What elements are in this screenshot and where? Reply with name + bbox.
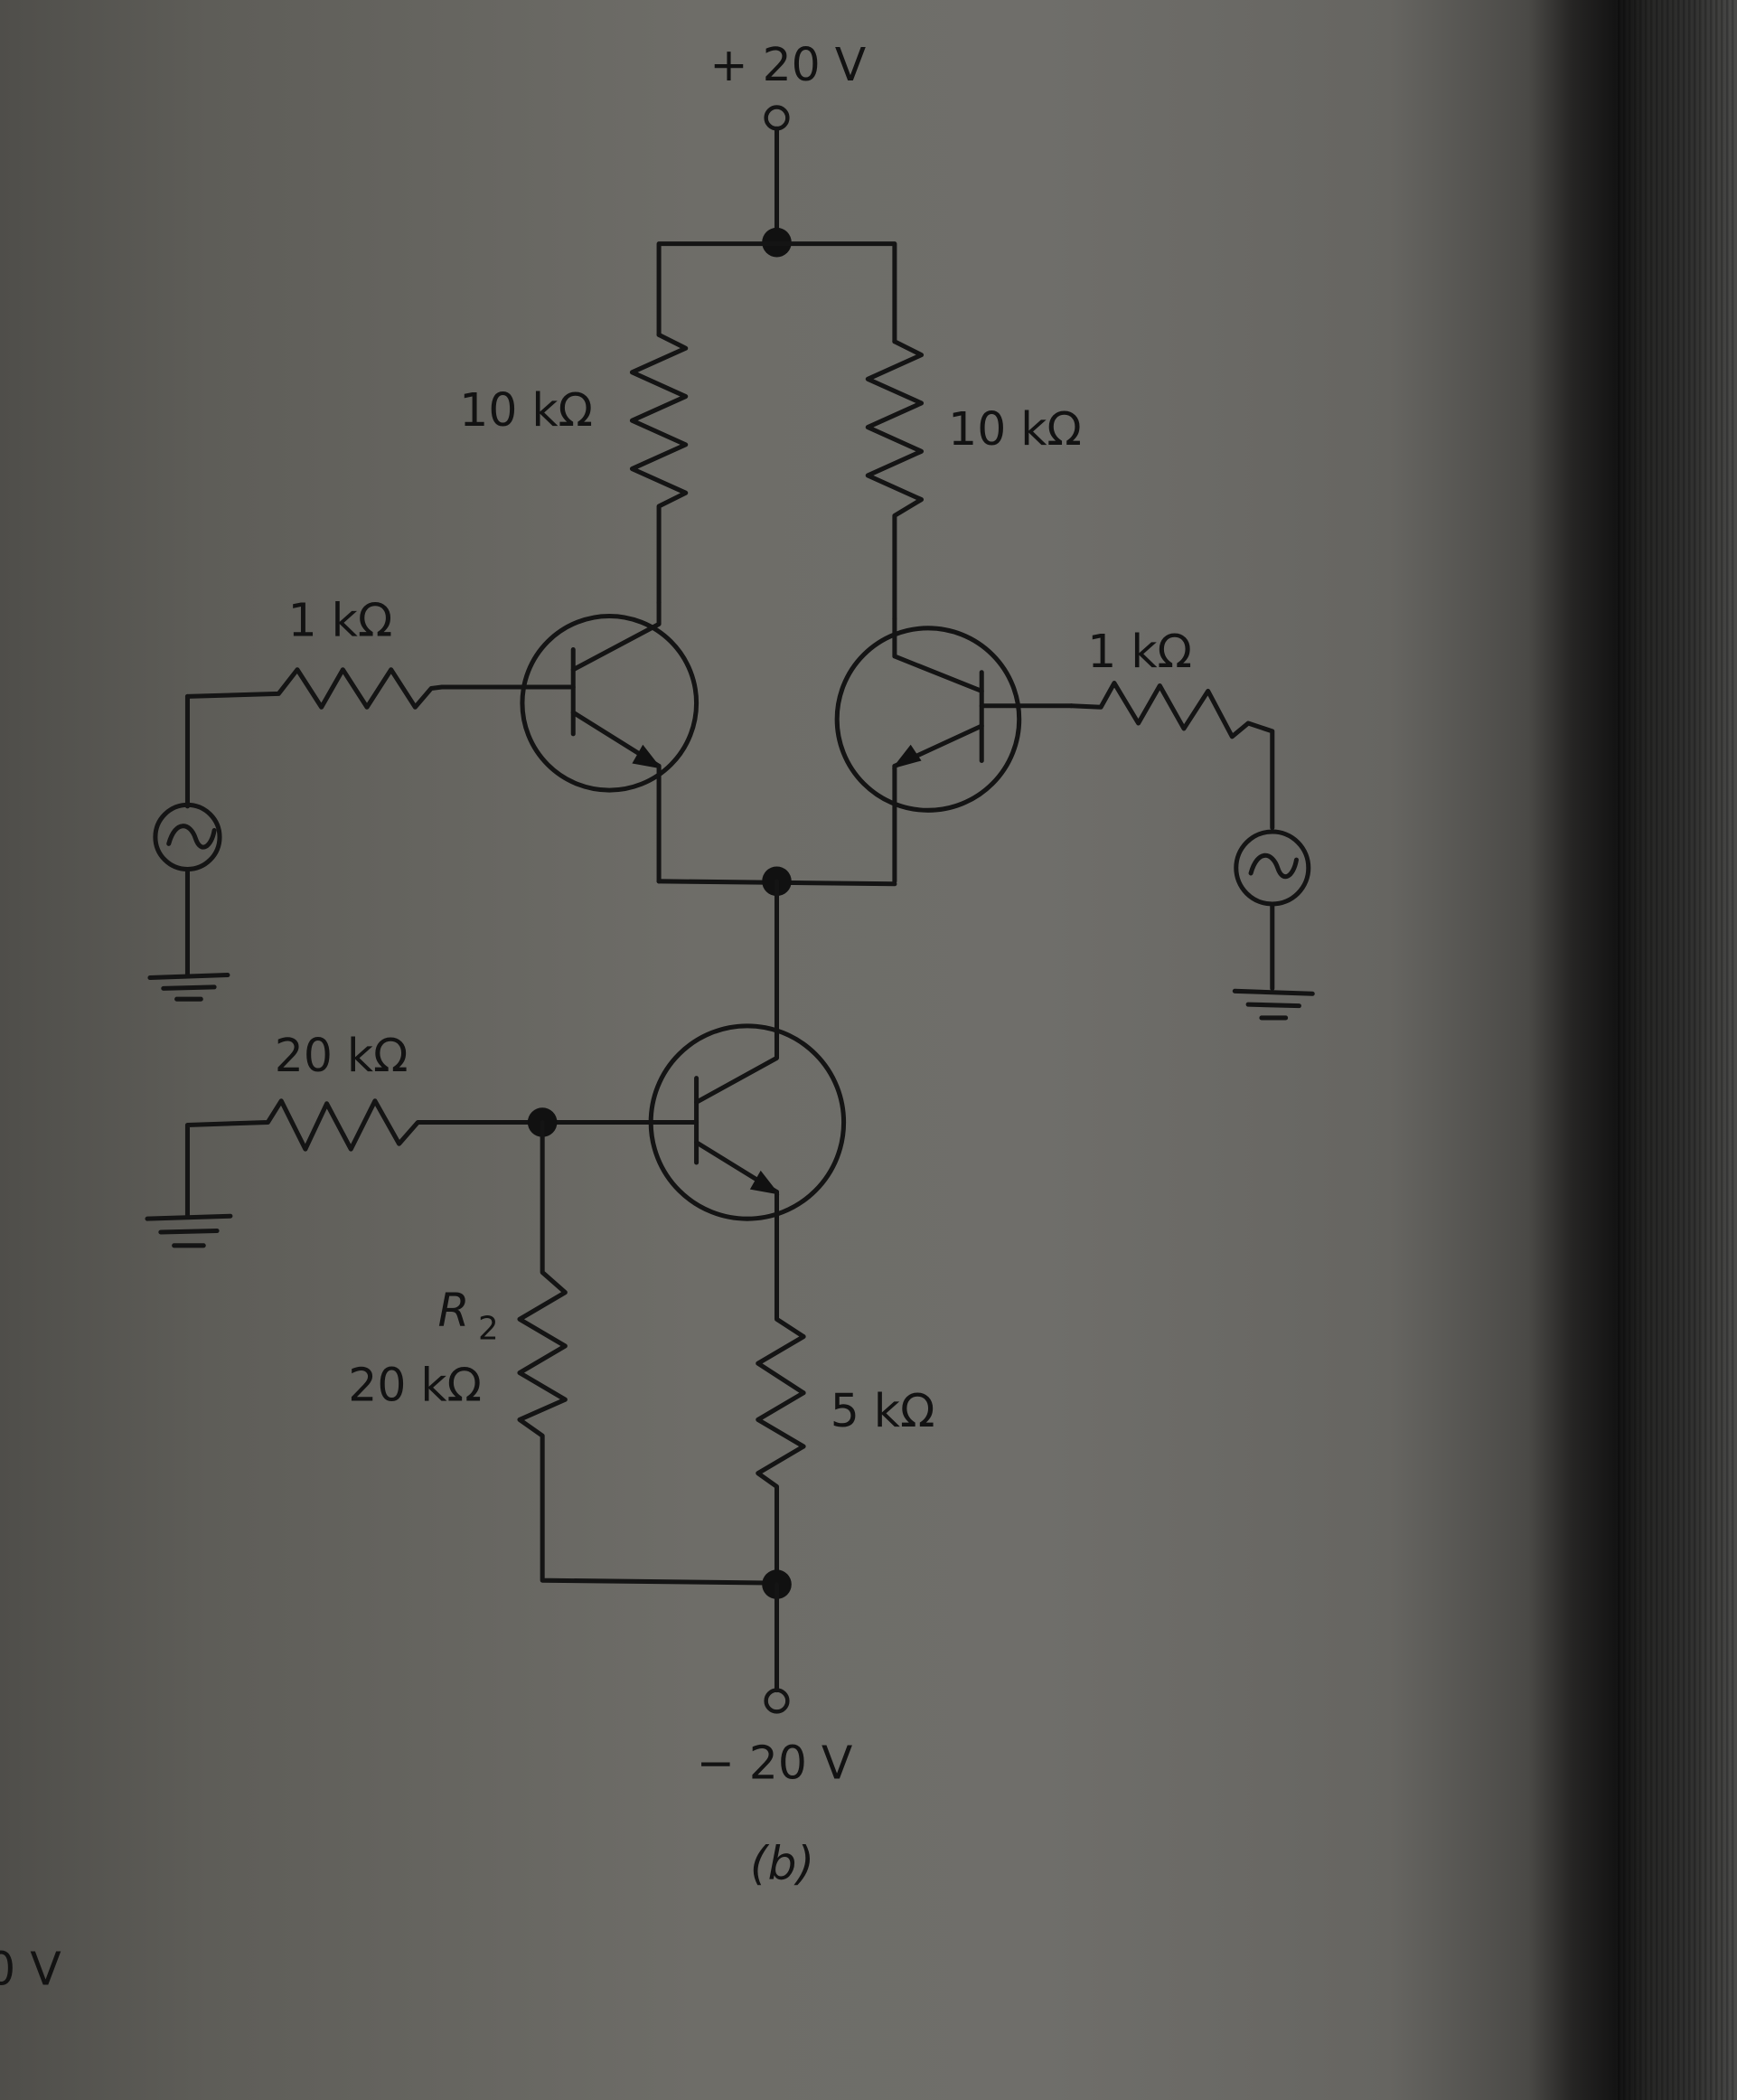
r2-subscript-label: 2 xyxy=(478,1311,499,1348)
figure-caption: (b) xyxy=(750,1837,814,1890)
r2-name-label: R xyxy=(438,1284,470,1337)
rb-left-label: 1 kΩ xyxy=(288,594,393,647)
resistor-re-tail: 5 kΩ xyxy=(756,1303,935,1586)
positive-supply-label: + 20 V xyxy=(709,38,866,91)
resistor-rb-left: 1 kΩ xyxy=(184,594,445,710)
ground-r1-icon xyxy=(145,1213,233,1248)
r2-value-label: 20 kΩ xyxy=(348,1359,482,1412)
negative-supply-terminal: − 20 V xyxy=(697,1582,853,1789)
resistor-rb-right: 1 kΩ xyxy=(1068,625,1275,831)
transistor-q3-npn-icon xyxy=(540,1023,847,1308)
resistor-r1: 20 kΩ xyxy=(184,1029,545,1219)
re-tail-label: 5 kΩ xyxy=(831,1384,935,1437)
rc-right-label: 10 kΩ xyxy=(948,402,1082,456)
rc-left-label: 10 kΩ xyxy=(459,383,593,437)
rb-right-label: 1 kΩ xyxy=(1087,625,1192,678)
resistor-rc-right: 10 kΩ xyxy=(865,339,1082,621)
partial-margin-label: 0 V xyxy=(0,1943,61,1996)
ac-source-left-icon xyxy=(147,802,230,1002)
terminal-circle-icon xyxy=(764,105,790,131)
book-page-edge xyxy=(1618,0,1737,2100)
r1-label: 20 kΩ xyxy=(275,1029,408,1082)
positive-supply-terminal: + 20 V xyxy=(709,38,867,244)
ac-source-right-icon xyxy=(1232,829,1315,1021)
terminal-circle-icon xyxy=(764,1688,790,1714)
resistor-r2: R 2 20 kΩ xyxy=(348,1119,780,1586)
resistor-rc-left: 10 kΩ xyxy=(459,332,689,606)
transistor-q1-npn-icon xyxy=(439,600,699,884)
transistor-q2-npn-icon xyxy=(834,616,1075,884)
negative-supply-label: − 20 V xyxy=(697,1736,853,1789)
